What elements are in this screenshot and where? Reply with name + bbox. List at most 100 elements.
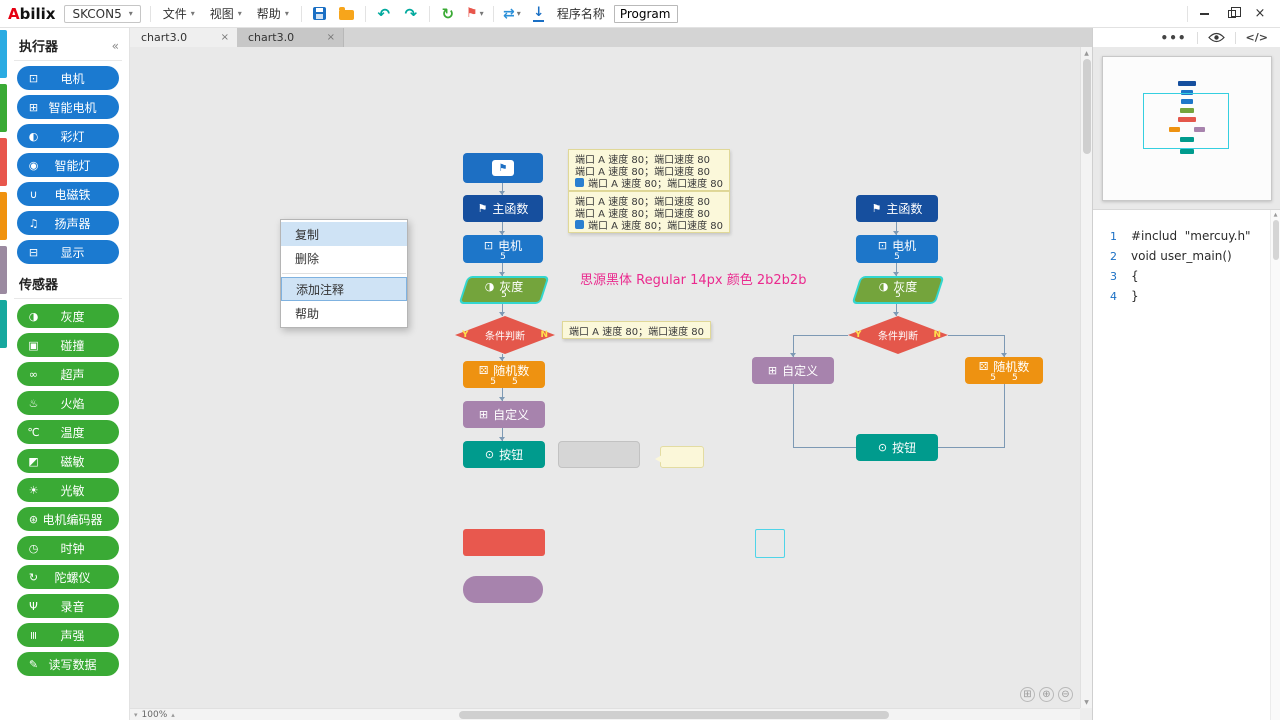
category-strip-green[interactable] xyxy=(0,84,7,132)
blank-block[interactable] xyxy=(558,441,640,468)
tab-chart3-inactive[interactable]: chart3.0 × xyxy=(237,28,344,47)
fit-view-icon: ⊞ xyxy=(1023,689,1032,700)
menu-view[interactable]: 视图▾ xyxy=(209,7,242,21)
sidebar-item-light-sensor[interactable]: ☀光敏 xyxy=(17,478,119,502)
context-menu-copy[interactable]: 复制 xyxy=(281,222,407,246)
sidebar-item-clock[interactable]: ◷时钟 xyxy=(17,536,119,560)
comment-bubble[interactable] xyxy=(655,446,704,468)
open-button[interactable] xyxy=(338,4,356,24)
main-function-block[interactable]: ⚑ 主函数 xyxy=(463,195,543,222)
device-select[interactable]: SKCON5 ▾ xyxy=(64,4,141,23)
temperature-icon: ℃ xyxy=(27,425,40,439)
program-name-input[interactable] xyxy=(613,4,678,23)
selection-box-shape[interactable] xyxy=(755,529,785,558)
sidebar-item-flame[interactable]: ♨火焰 xyxy=(17,391,119,415)
redo-button[interactable]: ↷ xyxy=(402,4,420,24)
condition-block[interactable]: Y N 条件判断 xyxy=(455,316,555,354)
port-speed-tooltip: 端口 A 速度 80；端口速度 80 端口 A 速度 80；端口速度 80 端口… xyxy=(568,149,731,191)
context-menu-delete[interactable]: 删除 xyxy=(295,251,320,266)
more-options-icon[interactable]: ••• xyxy=(1160,30,1187,45)
category-strip-red[interactable] xyxy=(0,138,7,186)
sidebar-item-grayscale[interactable]: ◑灰度 xyxy=(17,304,119,328)
code-view-toggle-icon[interactable]: </> xyxy=(1245,31,1268,44)
button-block[interactable]: ⊙ 按钮 xyxy=(463,441,545,468)
sidebar-item-smart-light[interactable]: ◉智能灯 xyxy=(17,153,119,177)
download-button[interactable]: ↓ xyxy=(530,4,548,24)
condition-block-2[interactable]: Y N 条件判断 xyxy=(848,316,948,354)
panel-scroll-thumb[interactable] xyxy=(1272,220,1279,260)
sidebar-item-motor-encoder[interactable]: ⊛电机编码器 xyxy=(17,507,119,531)
section-header-actuators: 执行器 « xyxy=(14,33,122,61)
sidebar-item-smart-motor[interactable]: ⊞智能电机 xyxy=(17,95,119,119)
purple-pill-shape[interactable] xyxy=(463,576,543,603)
sidebar-item-sound-level[interactable]: ≡声强 xyxy=(17,623,119,647)
red-rectangle-shape[interactable] xyxy=(463,529,545,556)
sidebar-item-ultrasonic[interactable]: ∞超声 xyxy=(17,362,119,386)
category-strip-blue[interactable] xyxy=(0,30,7,78)
context-menu-help[interactable]: 帮助 xyxy=(295,306,320,321)
grayscale-block-2[interactable]: ◑ 灰度 5 xyxy=(851,276,945,304)
close-tab-icon[interactable]: × xyxy=(326,32,335,43)
motor-block-2[interactable]: ⊡ 电机 5 xyxy=(856,235,938,263)
category-strip-orange[interactable] xyxy=(0,192,7,240)
panel-scrollbar[interactable]: ▲ xyxy=(1270,210,1280,720)
custom-block[interactable]: ⊞ 自定义 xyxy=(463,401,545,428)
connector-arrow xyxy=(499,357,505,361)
vertical-scroll-thumb[interactable] xyxy=(1082,59,1091,154)
sidebar-item-motor[interactable]: ⊡电机 xyxy=(17,66,119,90)
toolbar-divider xyxy=(364,5,366,22)
refresh-button[interactable]: ↻ xyxy=(439,4,457,24)
zoom-in-button[interactable]: ⊕ xyxy=(1039,687,1054,702)
start-block[interactable]: ⚑ xyxy=(463,153,543,183)
sidebar-item-electromagnet[interactable]: ∪电磁铁 xyxy=(17,182,119,206)
scroll-up-icon[interactable]: ▲ xyxy=(1273,212,1278,218)
minimize-button[interactable] xyxy=(1192,4,1216,24)
menu-help[interactable]: 帮助▾ xyxy=(256,7,289,21)
vertical-scrollbar[interactable]: ▲ ▼ xyxy=(1080,47,1092,708)
connector-arrow xyxy=(790,353,796,357)
sidebar-item-gyroscope[interactable]: ↻陀螺仪 xyxy=(17,565,119,589)
scroll-up-icon[interactable]: ▲ xyxy=(1084,49,1089,57)
run-flag-button[interactable]: ⚑▾ xyxy=(466,4,484,24)
sidebar-item-speaker[interactable]: ♫扬声器 xyxy=(17,211,119,235)
horizontal-scroll-thumb[interactable] xyxy=(458,710,889,719)
sidebar-item-read-write-data[interactable]: ✎读写数据 xyxy=(17,652,119,676)
grayscale-block-selected[interactable]: ◑ 灰度 5 xyxy=(458,276,550,304)
menu-file[interactable]: 文件▾ xyxy=(162,7,195,21)
motor-block[interactable]: ⊡ 电机 5 xyxy=(463,235,543,263)
collapse-sidebar-icon[interactable]: « xyxy=(111,38,119,53)
sidebar-item-magnetic[interactable]: ◩磁敏 xyxy=(17,449,119,473)
button-block-2[interactable]: ⊙ 按钮 xyxy=(856,434,938,461)
connector-arrow xyxy=(499,397,505,401)
category-strip-purple[interactable] xyxy=(0,246,7,294)
context-menu-add-comment[interactable]: 添加注释 xyxy=(281,277,407,301)
main-function-block-2[interactable]: ⚑ 主函数 xyxy=(856,195,938,222)
fit-view-button[interactable]: ⊞ xyxy=(1020,687,1035,702)
minimap-viewport[interactable] xyxy=(1142,93,1229,149)
flag-icon: ⚑ xyxy=(465,6,478,21)
sidebar-item-collision[interactable]: ▣碰撞 xyxy=(17,333,119,357)
tab-chart3-active[interactable]: chart3.0 × xyxy=(130,28,237,47)
connect-button[interactable]: ⇄▾ xyxy=(503,4,521,24)
sidebar-item-color-light[interactable]: ◐彩灯 xyxy=(17,124,119,148)
close-button[interactable]: × xyxy=(1248,4,1272,24)
save-button[interactable] xyxy=(311,4,329,24)
zoom-increase-icon[interactable]: ▴ xyxy=(171,710,175,719)
magnetic-icon: ◩ xyxy=(28,454,39,468)
scroll-down-icon[interactable]: ▼ xyxy=(1084,698,1089,706)
zoom-out-button[interactable]: ⊖ xyxy=(1058,687,1073,702)
zoom-decrease-icon[interactable]: ▾ xyxy=(134,710,138,719)
undo-button[interactable]: ↶ xyxy=(375,4,393,24)
preview-eye-icon[interactable] xyxy=(1207,32,1225,43)
close-tab-icon[interactable]: × xyxy=(220,32,229,43)
category-strip-teal[interactable] xyxy=(0,300,7,348)
restore-button[interactable] xyxy=(1220,4,1244,24)
sidebar-item-display[interactable]: ⊟显示 xyxy=(17,240,119,264)
custom-block-2[interactable]: ⊞ 自定义 xyxy=(752,357,834,384)
horizontal-scrollbar[interactable]: ▾ 100% ▴ xyxy=(130,708,1080,720)
